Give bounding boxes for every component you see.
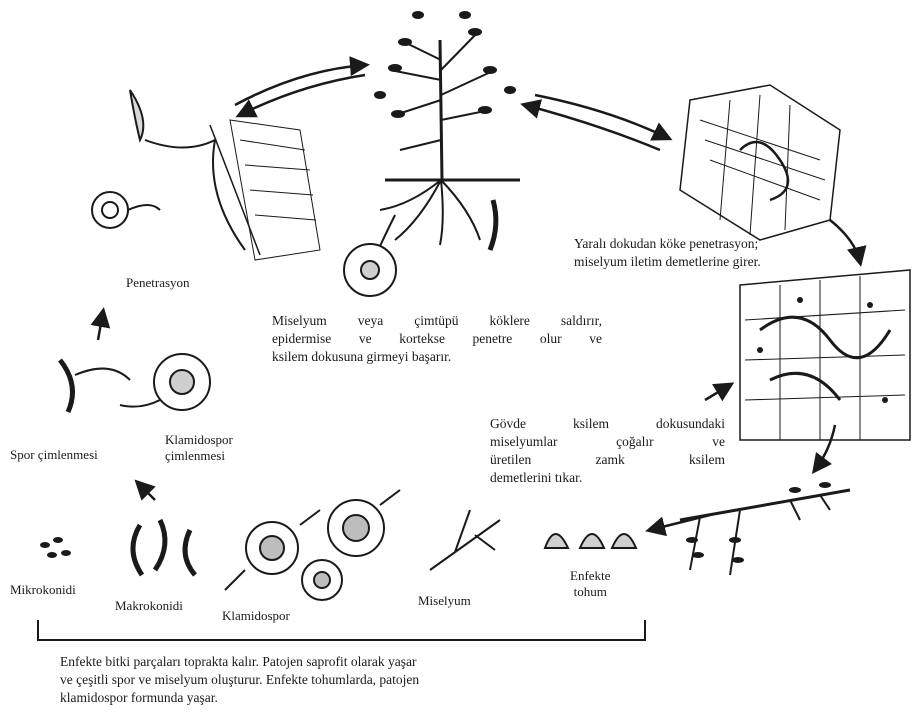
label-infected-seed-line-2: tohum (570, 584, 610, 600)
infected-seed-illustration (545, 534, 636, 548)
label-chlamydospore-germination-line-1: Klamidospor (165, 432, 233, 448)
note-soil-survival-line: Enfekte bitki parçaları toprakta kalır. … (60, 653, 419, 671)
microconidia-illustration (40, 537, 71, 558)
label-infected-seed: Enfekte tohum (570, 568, 610, 600)
chlamydospore-germination-illustration (120, 354, 210, 410)
note-root-attack-line: Miselyum veya çimtüpü köklere saldırır, (272, 312, 602, 330)
root-xylem-illustration (680, 85, 840, 240)
note-root-attack-line: ksilem dokusuna girmeyi başarır. (272, 348, 602, 366)
mycelium-illustration (430, 510, 500, 570)
chlamydospore-illustration (225, 490, 400, 600)
note-xylem-block: Gövde ksilem dokusundaki miselyumlar çoğ… (490, 415, 725, 487)
note-wound-entry: Yaralı dokudan köke penetrasyon; miselyu… (574, 235, 761, 271)
macroconidia-illustration (133, 520, 195, 575)
label-penetration: Penetrasyon (126, 275, 190, 291)
label-chlamydospore-germination-line-2: çimlenmesi (165, 448, 233, 464)
note-soil-survival-line: ve çeşitli spor ve miselyum oluşturur. E… (60, 671, 419, 689)
label-mycelium: Miselyum (418, 593, 471, 609)
note-soil-survival-line: klamidospor formunda yaşar. (60, 689, 419, 707)
note-xylem-block-line: Gövde ksilem dokusundaki (490, 415, 725, 433)
note-wound-entry-line: Yaralı dokudan köke penetrasyon; (574, 235, 761, 253)
note-root-attack-line: epidermise ve kortekse penetre olur ve (272, 330, 602, 348)
note-xylem-block-line: üretilen zamk ksilem (490, 451, 725, 469)
note-root-attack: Miselyum veya çimtüpü köklere saldırır, … (272, 312, 602, 366)
label-macroconidia: Makrokonidi (115, 598, 183, 614)
label-chlamydospore-germination: Klamidospor çimlenmesi (165, 432, 233, 464)
note-soil-survival: Enfekte bitki parçaları toprakta kalır. … (60, 653, 419, 707)
label-infected-seed-line-1: Enfekte (570, 568, 610, 584)
infected-plant-illustration (344, 11, 520, 296)
label-spore-germination: Spor çimlenmesi (10, 447, 98, 463)
note-xylem-block-line: miselyumlar çoğalır ve (490, 433, 725, 451)
wilted-branch-illustration (680, 482, 850, 575)
stem-xylem-illustration (740, 270, 910, 440)
note-wound-entry-line: miselyum iletim demetlerine girer. (574, 253, 761, 271)
soil-stage-bracket (38, 620, 645, 640)
note-xylem-block-line: demetlerini tıkar. (490, 469, 725, 487)
penetration-illustration (92, 90, 320, 260)
label-microconidia: Mikrokonidi (10, 582, 76, 598)
label-chlamydospore: Klamidospor (222, 608, 290, 624)
spore-germination-illustration (60, 360, 130, 412)
